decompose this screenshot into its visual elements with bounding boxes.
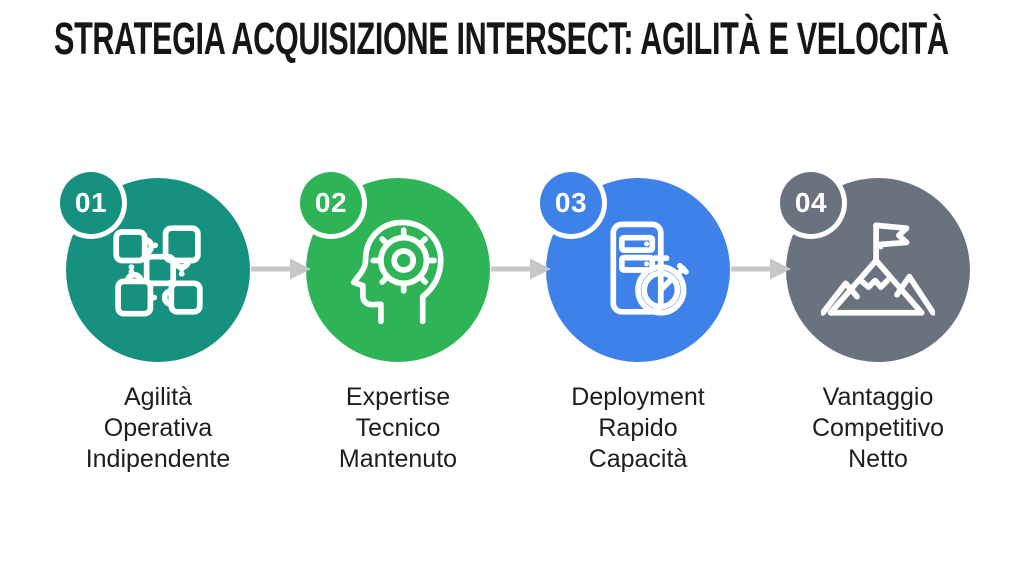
- step-2: 02 Expertise Tecnico Mantenuto: [278, 172, 518, 475]
- step-1-number-badge: 01: [60, 172, 122, 234]
- step-3-number-badge: 03: [540, 172, 602, 234]
- step-1-number: 01: [74, 187, 108, 218]
- step-2-number: 02: [314, 187, 348, 218]
- arrow-right-icon: [251, 258, 311, 280]
- step-4-number: 04: [794, 187, 828, 218]
- step-3-circle: 03: [540, 172, 730, 362]
- head-gear-icon: [350, 219, 444, 325]
- step-2-circle: 02: [300, 172, 490, 362]
- modular-blocks-icon: [113, 225, 203, 317]
- server-stopwatch-icon: [610, 221, 689, 316]
- step-3: 03 Deployment Rap: [518, 172, 758, 475]
- arrow-right-icon: [491, 258, 551, 280]
- mountain-flag-icon: [821, 222, 935, 316]
- step-4-circle: 04: [780, 172, 970, 362]
- step-2-label: Expertise Tecnico Mantenuto: [338, 383, 458, 473]
- step-1: 01 Agilità Operat: [38, 172, 278, 475]
- step-3-number: 03: [554, 187, 588, 218]
- page-title: STRATEGIA ACQUISIZIONE INTERSECT: AGILIT…: [54, 13, 949, 64]
- step-4: 04 Vantaggio Competitivo Netto: [758, 172, 998, 475]
- arrow-right-icon: [731, 258, 791, 280]
- step-2-number-badge: 02: [300, 172, 362, 234]
- step-1-circle: 01: [60, 172, 250, 362]
- step-4-number-badge: 04: [780, 172, 842, 234]
- step-3-label: Deployment Rapido Capacità: [571, 383, 705, 473]
- step-4-label: Vantaggio Competitivo Netto: [812, 383, 944, 473]
- steps-row: 01 Agilità Operat: [38, 172, 998, 475]
- step-1-label: Agilità Operativa Indipendente: [85, 383, 231, 473]
